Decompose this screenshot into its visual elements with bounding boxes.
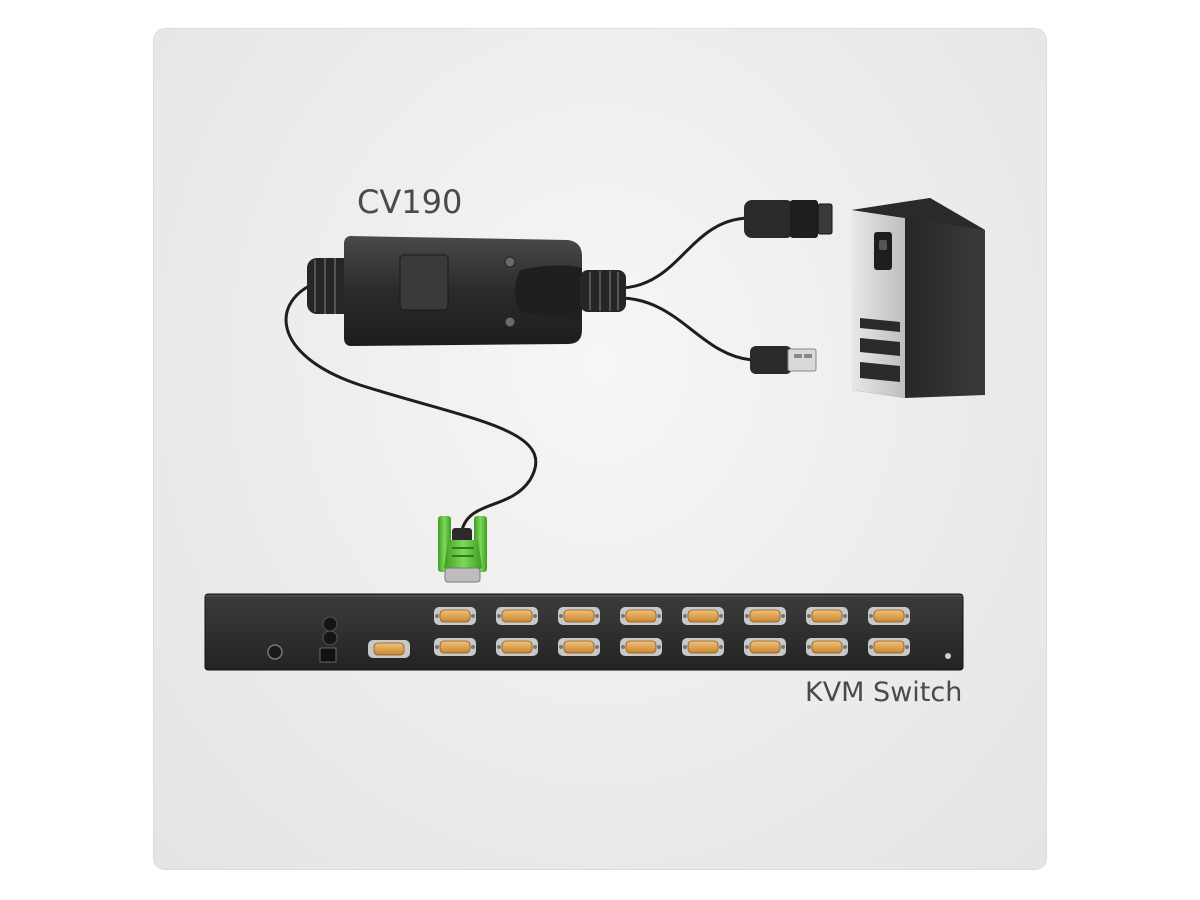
- switch-power-jack: [267, 644, 283, 660]
- vga-port: [682, 638, 724, 656]
- vga-port: [434, 638, 476, 656]
- vga-port: [868, 607, 910, 625]
- console-port: [368, 640, 410, 658]
- vga-port: [434, 607, 476, 625]
- vga-port: [496, 607, 538, 625]
- usb-connector-top: [744, 200, 833, 238]
- cables: [284, 216, 753, 531]
- vga-port: [806, 607, 848, 625]
- vga-port: [620, 638, 662, 656]
- usb-keyboard-cable: [621, 216, 749, 290]
- vga-connector-icon: [438, 516, 487, 583]
- switch-button-bottom: [322, 630, 338, 646]
- adapter-top-window: [399, 254, 449, 311]
- diagram-panel: [153, 28, 1047, 870]
- vga-port: [744, 638, 786, 656]
- vga-port: [744, 607, 786, 625]
- adapter-led-top: [504, 256, 516, 268]
- vga-port: [496, 638, 538, 656]
- vga-port: [806, 638, 848, 656]
- cv190-label: CV190: [357, 183, 463, 221]
- switch-led: [945, 653, 951, 659]
- kvm-switch-label: KVM Switch: [805, 677, 963, 708]
- usb-mouse-cable: [621, 296, 753, 362]
- adapter-strain-relief-right: [580, 270, 626, 312]
- switch-dc-jack: [319, 647, 337, 663]
- vga-cable: [284, 280, 538, 531]
- vga-port: [620, 607, 662, 625]
- computer-ports: [434, 607, 910, 656]
- vga-port: [558, 607, 600, 625]
- switch-button-top: [322, 616, 338, 632]
- usb-connector-bottom: [750, 346, 817, 374]
- cv190-adapter: [307, 236, 626, 346]
- kvm-switch-icon: [204, 593, 964, 671]
- computer-tower-icon: [852, 198, 985, 398]
- vga-port: [558, 638, 600, 656]
- adapter-led-bottom: [504, 316, 516, 328]
- vga-port: [868, 638, 910, 656]
- vga-port: [682, 607, 724, 625]
